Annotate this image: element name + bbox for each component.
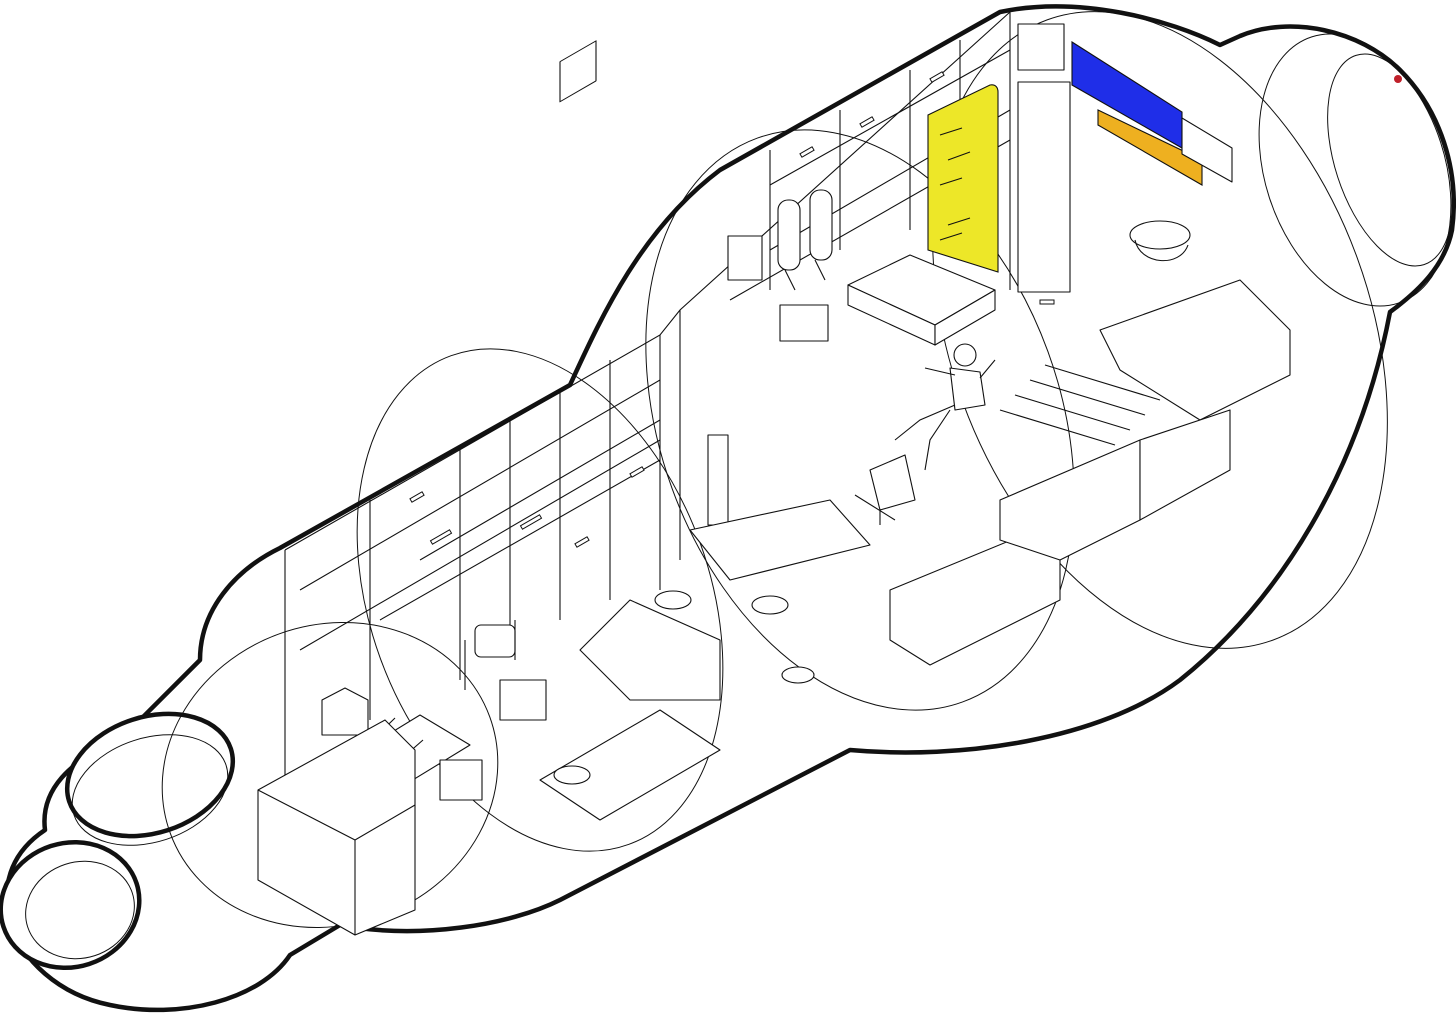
rear-locker-stack <box>1099 279 1291 421</box>
floor-panel-b <box>539 709 721 821</box>
equipment <box>321 189 1191 801</box>
rear-hatch <box>1258 33 1452 307</box>
yellow-panel <box>927 84 999 273</box>
exercise-bike-icon <box>854 454 916 525</box>
treadmill-stripes <box>999 364 1161 446</box>
floor-port-4 <box>553 765 591 785</box>
rear-cabinet-side <box>1181 117 1233 183</box>
floor-box <box>499 679 547 721</box>
floor-lockers <box>257 279 1291 936</box>
rear-hatch-inner <box>1327 53 1453 267</box>
front-hatch-ring <box>64 711 236 839</box>
colored-panels <box>927 23 1233 293</box>
gas-tanks-icon <box>777 189 833 291</box>
motor-unit-icon <box>464 620 516 690</box>
panel-horizontals-1 <box>299 379 661 651</box>
front-locker-edges <box>257 789 416 935</box>
rear-locker <box>1017 81 1071 293</box>
floor-locker-row-2 <box>999 439 1141 561</box>
front-locker-stack <box>257 719 416 936</box>
front-hatch-cap-inner <box>25 860 135 960</box>
marker-dot <box>1394 75 1402 83</box>
wall-display <box>559 40 597 103</box>
floor-hatch-1 <box>689 499 871 581</box>
rear-cabinet-top <box>1017 23 1065 71</box>
small-block <box>321 687 369 736</box>
storage-box <box>779 304 829 342</box>
work-table-icon <box>847 254 996 346</box>
front-hatch-cap <box>0 839 142 971</box>
yellow-panel-slots <box>939 127 971 241</box>
front-cube <box>439 759 483 801</box>
back-wall <box>284 11 1055 775</box>
panel-slots <box>409 71 1055 548</box>
panel-verticals-1 <box>369 360 611 720</box>
hull-outline <box>4 4 1456 1013</box>
locker-block <box>1139 409 1231 521</box>
orange-panel <box>1097 109 1203 186</box>
front-hatch-inner <box>71 734 229 846</box>
astronaut-figure-icon <box>894 343 996 471</box>
floor-port-3 <box>781 666 815 684</box>
frame-ring-3 <box>645 129 1075 711</box>
floor-port-1 <box>654 590 692 610</box>
wall-cabinet <box>707 434 729 526</box>
toilet-icon <box>1129 220 1191 262</box>
wall-hatch-panel <box>727 235 763 281</box>
floor-panel-a <box>579 599 721 701</box>
floor-port-2 <box>751 595 789 615</box>
wall-top-edge <box>284 11 1011 551</box>
